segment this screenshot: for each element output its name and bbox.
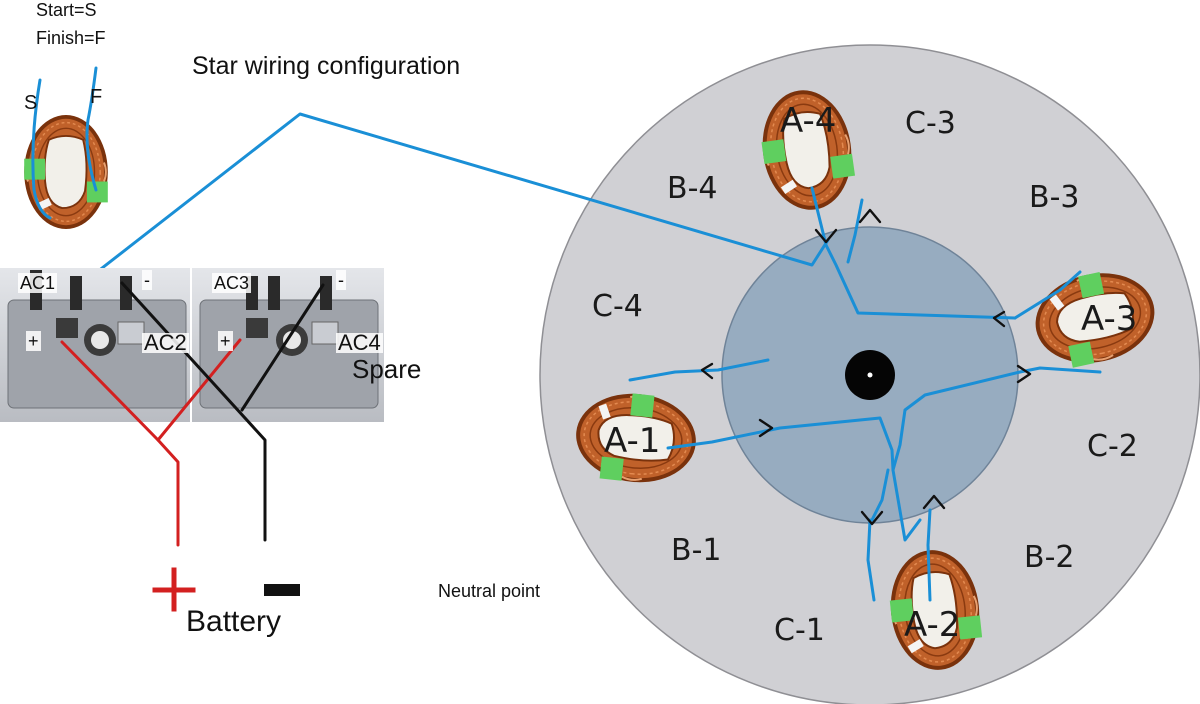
neutral-point-label: Neutral point [438,581,541,601]
legend-finish: Finish=F [36,28,106,48]
slot-label-c3: C-3 [905,106,956,141]
rectifier-1-ac-in: AC1 [18,273,58,293]
coil-label-a4: A-4 [780,101,836,141]
battery-minus-icon [264,584,300,596]
coil-label-a1: A-1 [604,421,660,461]
rectifier-2-ac-in: AC3 [212,273,252,293]
rectifier-1-plus: + [26,331,41,351]
rectifier-2-minus: - [336,270,346,290]
coil-labels: A-4 A-3 A-1 A-2 [604,101,1137,645]
slot-label-b4: B-4 [667,171,718,206]
spare-label: Spare [352,354,422,384]
sample-coil-icon [23,114,109,230]
slot-label-b1: B-1 [671,533,722,568]
rectifier-2-plus: + [218,331,233,351]
sample-coil-finish-label: F [90,86,103,108]
slot-label-b3: B-3 [1029,180,1080,215]
coil-label-a2: A-2 [904,605,960,645]
slot-label-b2: B-2 [1024,540,1075,575]
sample-coil-start-label: S [24,92,38,114]
rectifier-1-ac-out: AC2 [142,330,189,355]
slot-label-c4: C-4 [592,289,643,324]
slot-labels: B-1 C-1 B-2 C-2 B-3 C-3 B-4 C-4 [592,106,1138,648]
rectifier-1-minus: - [142,270,152,290]
slot-label-c2: C-2 [1087,429,1138,464]
battery-label: Battery [186,605,282,638]
sample-coil-leads [31,66,98,220]
legend-start: Start=S [36,0,97,20]
slot-label-c1: C-1 [774,613,825,648]
rectifier-2-ac-out: AC4 [336,330,383,355]
arrow-chevrons [700,208,1032,526]
rectifier-1 [0,268,190,422]
diagram-title: Star wiring configuration [192,52,461,80]
phase-wires [68,112,1102,602]
coil-label-a3: A-3 [1081,299,1137,339]
battery-plus-icon [152,567,196,612]
